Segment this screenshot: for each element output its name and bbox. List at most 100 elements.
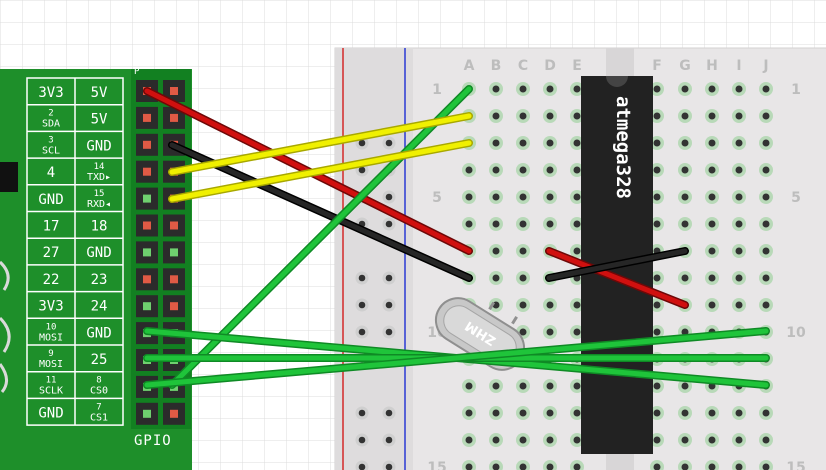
gpio-pin[interactable] — [163, 268, 185, 291]
breadboard-hole[interactable] — [678, 271, 692, 285]
rail-hole[interactable] — [382, 433, 396, 447]
breadboard-hole[interactable] — [570, 298, 584, 312]
breadboard-hole[interactable] — [650, 217, 664, 231]
breadboard-hole[interactable] — [489, 136, 503, 150]
breadboard-hole[interactable] — [732, 244, 746, 258]
breadboard-hole[interactable] — [732, 460, 746, 470]
breadboard-hole[interactable] — [543, 379, 557, 393]
breadboard-hole[interactable] — [516, 244, 530, 258]
breadboard-hole[interactable] — [759, 271, 773, 285]
breadboard-hole[interactable] — [678, 109, 692, 123]
breadboard-hole[interactable] — [705, 298, 719, 312]
gpio-pin[interactable] — [136, 402, 158, 425]
gpio-pin[interactable] — [136, 241, 158, 264]
breadboard-hole[interactable] — [543, 460, 557, 470]
breadboard-hole[interactable] — [678, 82, 692, 96]
breadboard-hole[interactable] — [489, 217, 503, 231]
rail-hole[interactable] — [382, 460, 396, 470]
rail-hole[interactable] — [382, 406, 396, 420]
breadboard-hole[interactable] — [705, 244, 719, 258]
breadboard-hole[interactable] — [543, 298, 557, 312]
breadboard-hole[interactable] — [543, 190, 557, 204]
breadboard-hole[interactable] — [543, 433, 557, 447]
breadboard-hole[interactable] — [650, 136, 664, 150]
breadboard-hole[interactable] — [570, 406, 584, 420]
wires[interactable] — [143, 85, 770, 389]
gpio-pin[interactable] — [136, 295, 158, 318]
breadboard-hole[interactable] — [705, 271, 719, 285]
breadboard-hole[interactable] — [462, 217, 476, 231]
rail-hole[interactable] — [355, 460, 369, 470]
wire-yellow-rxd[interactable] — [168, 139, 473, 203]
breadboard-hole[interactable] — [462, 406, 476, 420]
breadboard-hole[interactable] — [462, 163, 476, 177]
breadboard-hole[interactable] — [732, 433, 746, 447]
breadboard-hole[interactable] — [543, 136, 557, 150]
breadboard-hole[interactable] — [732, 190, 746, 204]
breadboard-hole[interactable] — [570, 82, 584, 96]
breadboard-hole[interactable] — [705, 460, 719, 470]
breadboard-hole[interactable] — [489, 406, 503, 420]
gpio-pin[interactable] — [136, 133, 158, 156]
breadboard-hole[interactable] — [489, 109, 503, 123]
breadboard-hole[interactable] — [678, 406, 692, 420]
rail-hole[interactable] — [382, 325, 396, 339]
breadboard-hole[interactable] — [543, 406, 557, 420]
breadboard-hole[interactable] — [462, 433, 476, 447]
breadboard-hole[interactable] — [759, 82, 773, 96]
breadboard-hole[interactable] — [705, 136, 719, 150]
breadboard-hole[interactable] — [516, 82, 530, 96]
breadboard-hole[interactable] — [489, 163, 503, 177]
breadboard-hole[interactable] — [705, 82, 719, 96]
breadboard-hole[interactable] — [570, 109, 584, 123]
breadboard-hole[interactable] — [489, 82, 503, 96]
breadboard-hole[interactable] — [650, 460, 664, 470]
breadboard-hole[interactable] — [570, 190, 584, 204]
wire-green-sclk[interactable] — [143, 327, 770, 389]
gpio-pin[interactable] — [136, 160, 158, 183]
rail-hole[interactable] — [382, 136, 396, 150]
breadboard-hole[interactable] — [650, 109, 664, 123]
gpio-pin[interactable] — [163, 106, 185, 129]
breadboard-hole[interactable] — [516, 298, 530, 312]
breadboard-hole[interactable] — [759, 298, 773, 312]
rail-hole[interactable] — [382, 190, 396, 204]
rail-hole[interactable] — [382, 271, 396, 285]
breadboard-hole[interactable] — [759, 190, 773, 204]
breadboard-hole[interactable] — [570, 433, 584, 447]
breadboard-hole[interactable] — [759, 136, 773, 150]
gpio-pin[interactable] — [136, 214, 158, 237]
wire-yellow-txd[interactable] — [168, 112, 473, 176]
breadboard-hole[interactable] — [650, 325, 664, 339]
breadboard-hole[interactable] — [759, 460, 773, 470]
breadboard-hole[interactable] — [516, 433, 530, 447]
breadboard-hole[interactable] — [462, 460, 476, 470]
breadboard-hole[interactable] — [759, 217, 773, 231]
breadboard-hole[interactable] — [759, 433, 773, 447]
breadboard-hole[interactable] — [732, 406, 746, 420]
breadboard-hole[interactable] — [759, 109, 773, 123]
rail-hole[interactable] — [355, 433, 369, 447]
breadboard-hole[interactable] — [570, 136, 584, 150]
breadboard-hole[interactable] — [678, 163, 692, 177]
breadboard-hole[interactable] — [732, 136, 746, 150]
breadboard-hole[interactable] — [543, 325, 557, 339]
breadboard-hole[interactable] — [650, 82, 664, 96]
breadboard-hole[interactable] — [570, 244, 584, 258]
breadboard-hole[interactable] — [705, 433, 719, 447]
breadboard-hole[interactable] — [516, 406, 530, 420]
breadboard-hole[interactable] — [705, 190, 719, 204]
rail-hole[interactable] — [355, 406, 369, 420]
breadboard-hole[interactable] — [650, 271, 664, 285]
breadboard-hole[interactable] — [759, 244, 773, 258]
rail-hole[interactable] — [355, 325, 369, 339]
breadboard-hole[interactable] — [489, 379, 503, 393]
breadboard-hole[interactable] — [543, 217, 557, 231]
gpio-pin[interactable] — [163, 402, 185, 425]
rail-hole[interactable] — [382, 298, 396, 312]
wire-red-right[interactable] — [545, 247, 689, 309]
breadboard-hole[interactable] — [516, 217, 530, 231]
breadboard-hole[interactable] — [705, 217, 719, 231]
breadboard-hole[interactable] — [650, 190, 664, 204]
breadboard-hole[interactable] — [516, 109, 530, 123]
